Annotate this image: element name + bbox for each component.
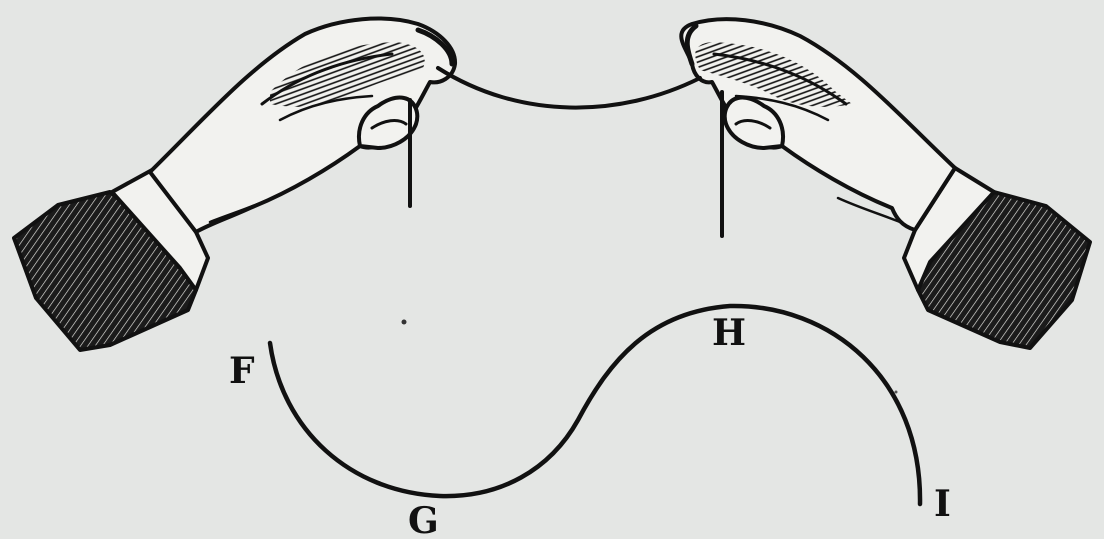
print-speck [402, 320, 407, 325]
label-i: I [934, 483, 951, 525]
label-g: G [408, 500, 439, 539]
label-f: F [229, 350, 255, 392]
print-speck [895, 391, 898, 394]
label-h: H [712, 312, 746, 354]
